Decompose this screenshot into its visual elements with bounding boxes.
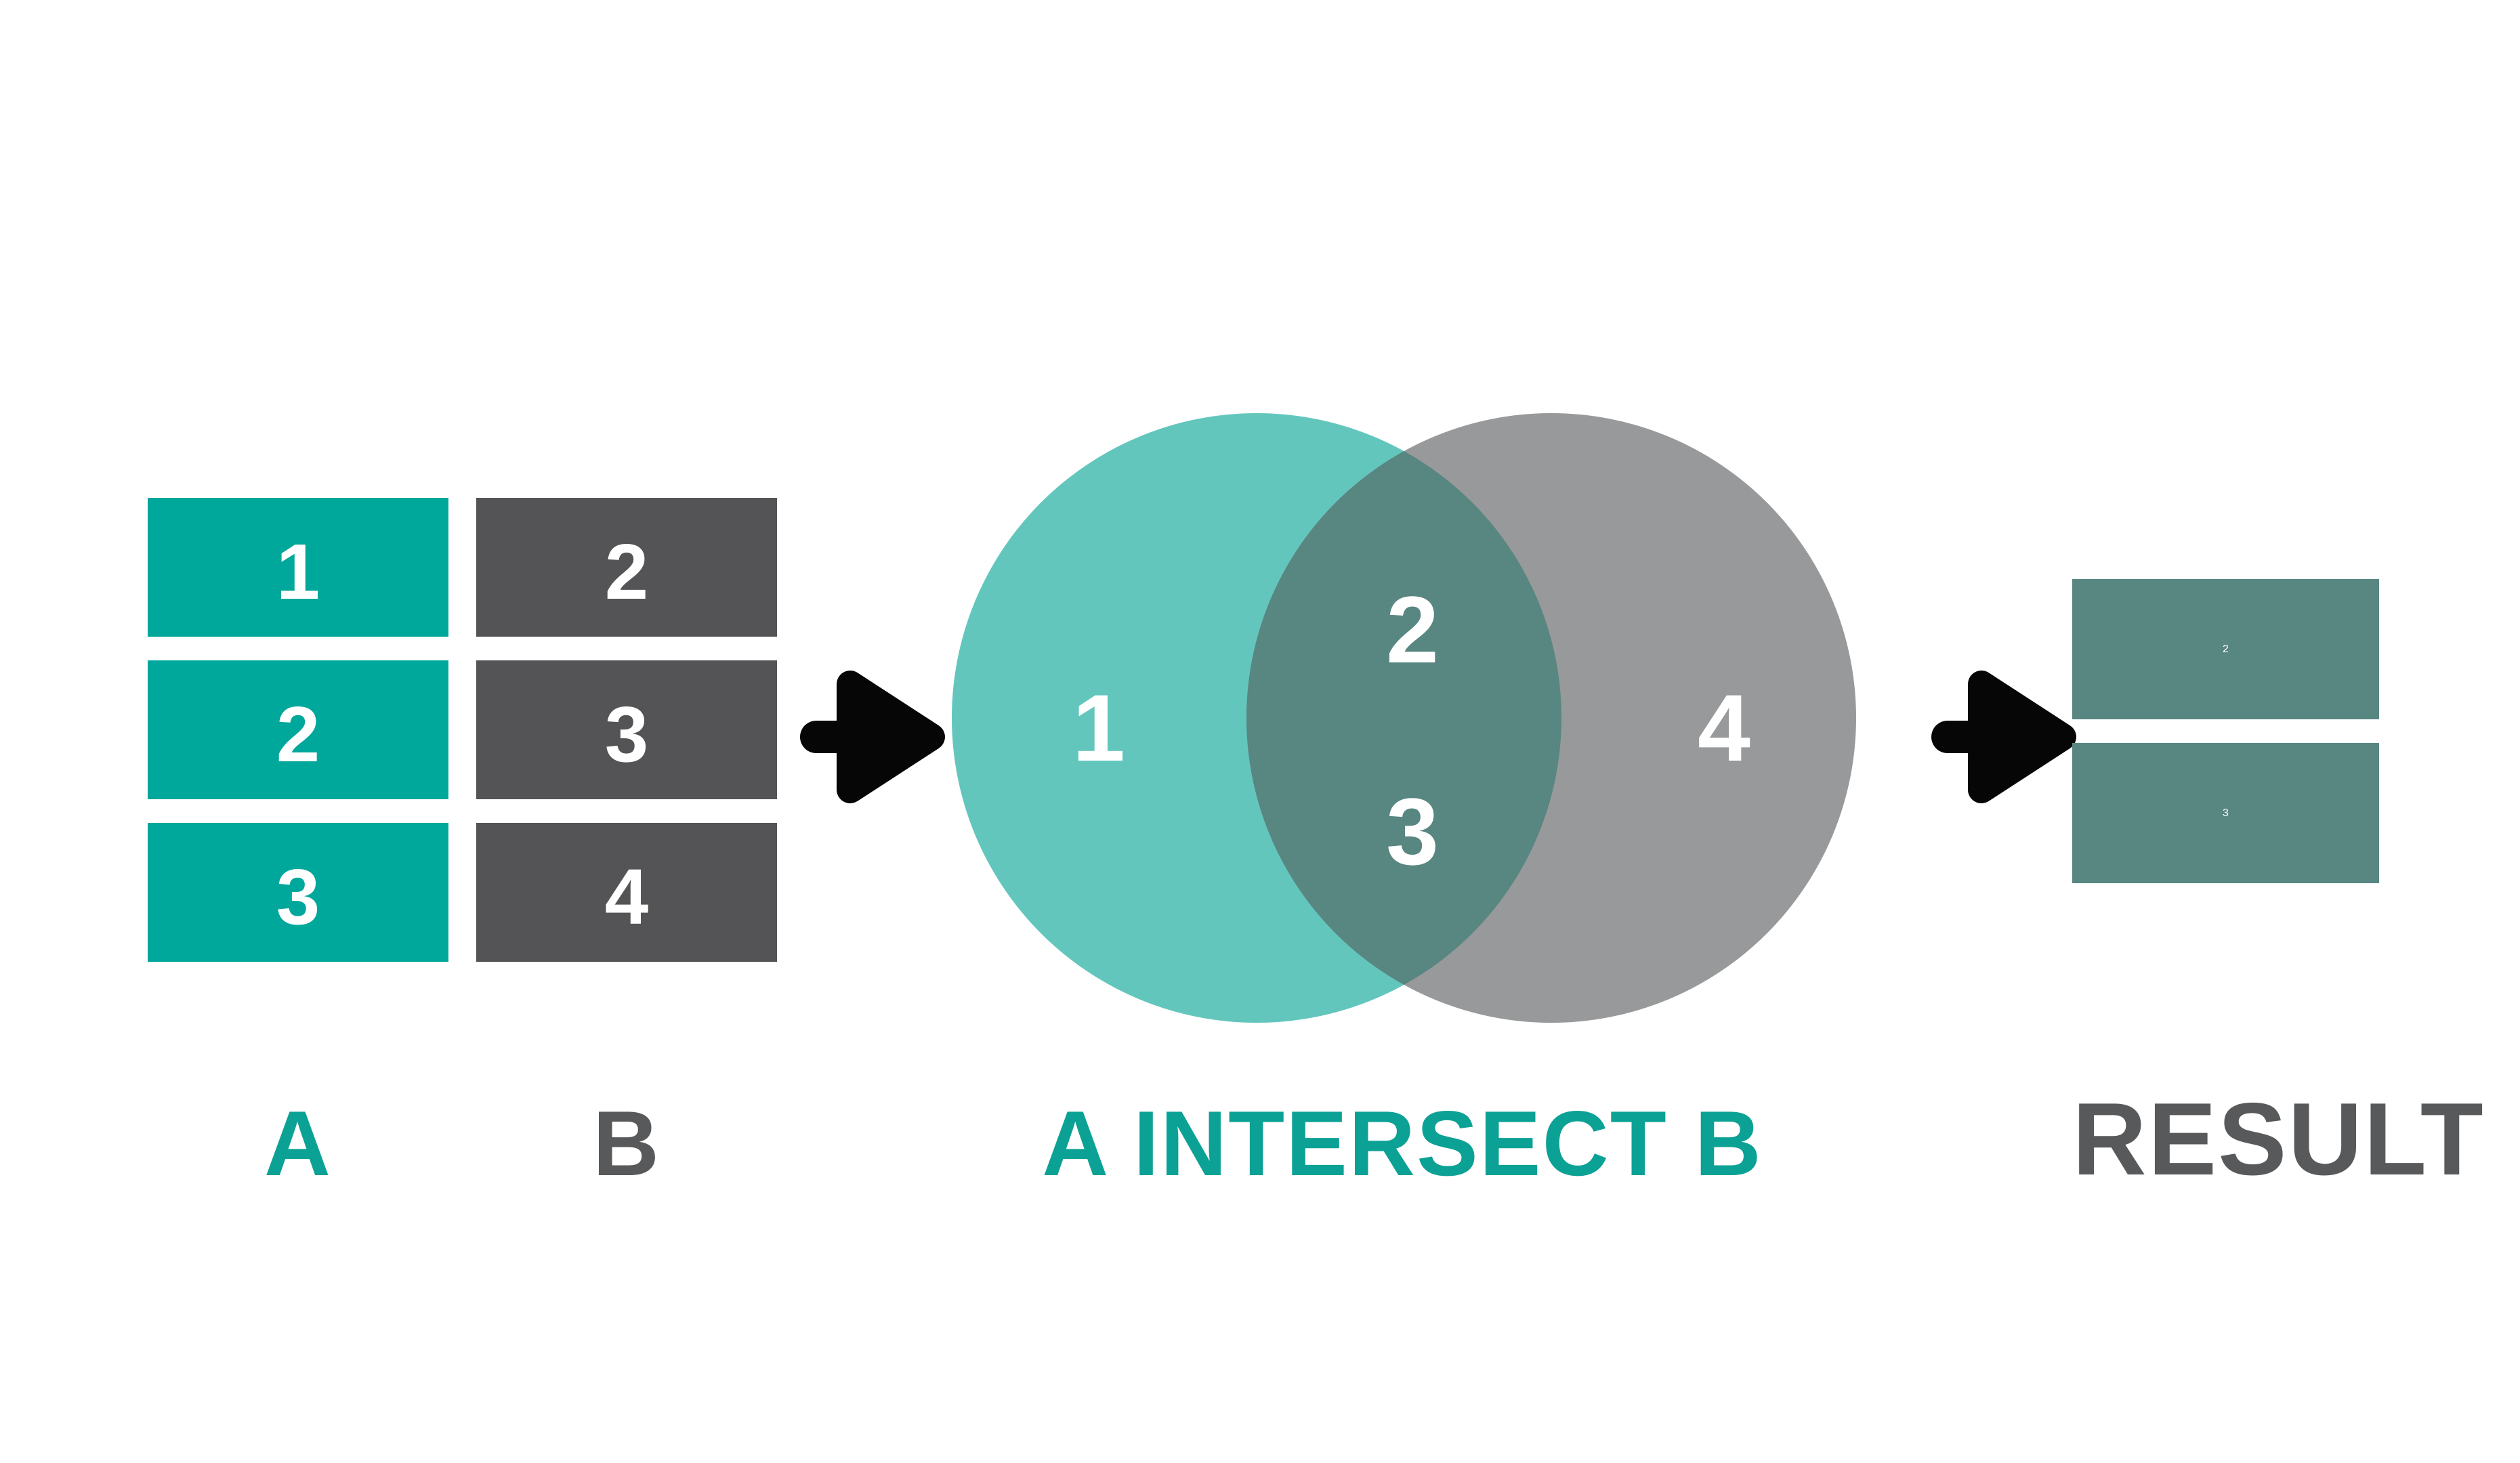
set-a-value: 3: [276, 852, 320, 941]
venn-a-only-value: 1: [1072, 675, 1125, 781]
set-a-value: 2: [276, 690, 320, 778]
set-b-row: 2: [476, 498, 777, 637]
venn-label: A INTERSECT B: [1042, 1092, 1763, 1195]
arrow-right-icon: [1931, 671, 2076, 803]
venn-intersection-value: 2: [1386, 576, 1439, 683]
venn-intersection-lens: [1246, 413, 1561, 1023]
set-a-row: 1: [148, 498, 448, 637]
result-value: 3: [2223, 807, 2229, 819]
result-value: 2: [2223, 643, 2229, 655]
set-b-value: 3: [604, 690, 649, 778]
result-label: RESULT: [2072, 1082, 2485, 1197]
set-b-value: 4: [604, 852, 649, 941]
result-row: 3: [2072, 743, 2379, 883]
arrow-right-icon: [800, 671, 945, 803]
set-a-value: 1: [276, 527, 320, 616]
set-a-row: 3: [148, 823, 448, 962]
set-b-row: 3: [476, 660, 777, 799]
set-b-row: 4: [476, 823, 777, 962]
set-a-row: 2: [148, 660, 448, 799]
set-a-label: A: [264, 1092, 333, 1195]
venn-b-only-value: 4: [1698, 675, 1750, 781]
set-b-label: B: [592, 1092, 661, 1195]
set-b-value: 2: [604, 527, 649, 616]
venn-intersection-value: 3: [1386, 778, 1439, 885]
result-row: 2: [2072, 579, 2379, 719]
